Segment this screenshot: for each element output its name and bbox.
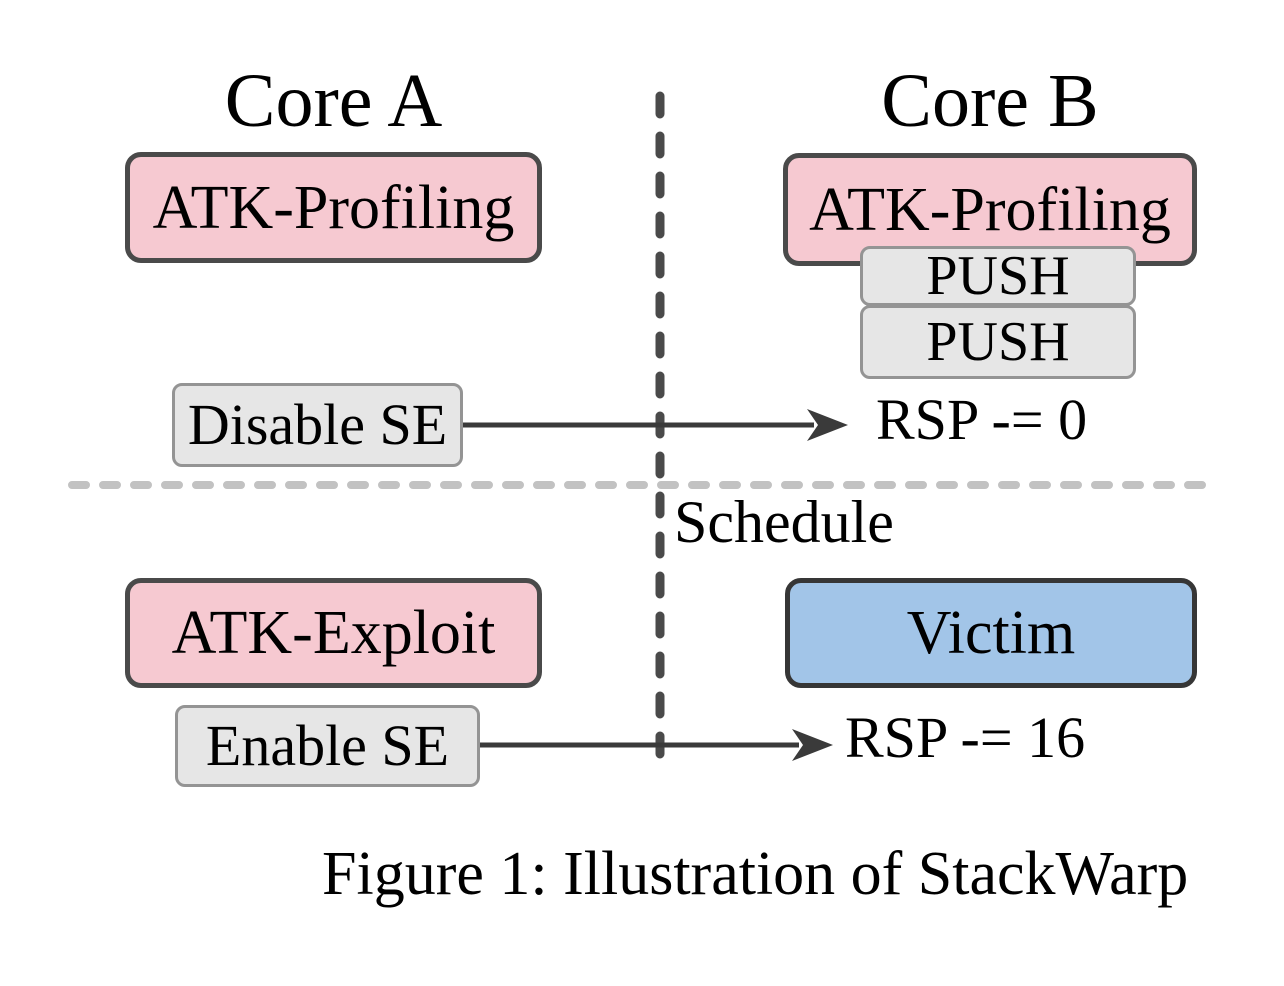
schedule-label: Schedule bbox=[674, 489, 894, 555]
atk-profiling-box-core-a: ATK-Profiling bbox=[125, 152, 542, 263]
enable-se-box: Enable SE bbox=[175, 705, 480, 787]
disable-se-box: Disable SE bbox=[172, 383, 463, 467]
enable-se-arrow bbox=[480, 729, 833, 761]
core-a-title: Core A bbox=[224, 59, 443, 143]
push-label-1: PUSH bbox=[926, 245, 1070, 307]
push-box-1: PUSH bbox=[860, 246, 1136, 306]
atk-profiling-box-core-b: ATK-Profiling bbox=[783, 153, 1197, 266]
core-b-title: Core B bbox=[881, 59, 1099, 143]
atk-profiling-label-core-b: ATK-Profiling bbox=[809, 175, 1171, 244]
push-label-2: PUSH bbox=[926, 311, 1070, 373]
rsp-0-label: RSP -= 0 bbox=[876, 387, 1088, 452]
disable-se-arrow bbox=[463, 409, 848, 441]
atk-exploit-label: ATK-Exploit bbox=[171, 599, 496, 667]
atk-profiling-label-core-a: ATK-Profiling bbox=[152, 173, 515, 242]
victim-label: Victim bbox=[906, 599, 1076, 667]
disable-se-label: Disable SE bbox=[187, 392, 448, 457]
enable-se-label: Enable SE bbox=[205, 713, 450, 778]
push-box-2: PUSH bbox=[860, 305, 1136, 379]
atk-exploit-box: ATK-Exploit bbox=[125, 578, 542, 688]
rsp-16-label: RSP -= 16 bbox=[845, 705, 1086, 770]
victim-box: Victim bbox=[785, 578, 1197, 688]
figure-caption: Figure 1: Illustration of StackWarp bbox=[322, 840, 1189, 908]
